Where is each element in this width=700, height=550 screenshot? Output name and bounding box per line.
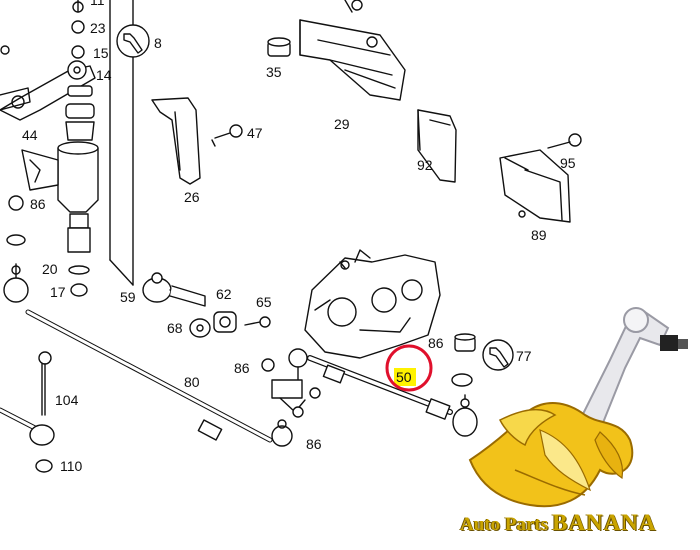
- callout-label: 80: [184, 374, 200, 390]
- block-89: [499, 149, 571, 223]
- bolt-47: [211, 124, 243, 147]
- callout-label: 68: [167, 320, 183, 336]
- callout-label: 26: [184, 189, 200, 205]
- callout-label: 86: [30, 196, 46, 212]
- callout-label: 59: [120, 289, 136, 305]
- callout-label: 92: [417, 157, 433, 173]
- bushing-68: [189, 318, 211, 338]
- steering-arm-assembly: [0, 60, 99, 297]
- callout-label: 11: [90, 0, 105, 8]
- callout-label: 89: [531, 227, 547, 243]
- tie-rod-50: [307, 355, 478, 437]
- nut-35: [267, 37, 291, 57]
- callout-label: 35: [266, 64, 282, 80]
- callout-label: 65: [256, 294, 272, 310]
- callout-label: 23: [90, 20, 106, 36]
- bracket-92: [417, 109, 457, 183]
- brand-name: BANANA: [552, 510, 657, 535]
- center-link-80: [3, 263, 293, 447]
- bolt-104: [38, 351, 52, 416]
- stabilizer-bar-110: [0, 407, 55, 473]
- frame-line: [109, 259, 134, 286]
- callout-label: 44: [22, 127, 38, 143]
- callout-label: 77: [516, 348, 532, 364]
- highlight-part-50: 50: [385, 344, 433, 392]
- callout-label-highlighted: 50: [396, 369, 412, 385]
- brand-wordmark: Auto Parts BANANA: [460, 510, 695, 540]
- callout-label: 95: [560, 155, 576, 171]
- callout-label: 15: [93, 45, 109, 61]
- bolt-95: [547, 133, 582, 149]
- callout-label: 8: [154, 35, 162, 51]
- callout-label: 47: [247, 125, 263, 141]
- callout-label: 17: [50, 284, 66, 300]
- callout-label: 62: [216, 286, 232, 302]
- bolt-65: [244, 316, 271, 328]
- callout-label: 14: [96, 67, 112, 83]
- callout-label: 20: [42, 261, 58, 277]
- ball-joint-86: [261, 348, 321, 418]
- bracket-26: [151, 97, 201, 185]
- callout-label: 29: [334, 116, 350, 132]
- callout-label: 86: [234, 360, 250, 376]
- wrench-icon-77: [482, 339, 514, 371]
- callout-label: 86: [306, 436, 322, 452]
- banana-logo-graphic: [468, 307, 688, 508]
- callout-label: 110: [60, 458, 83, 474]
- nut-86-right: [454, 333, 476, 352]
- bushing-62: [213, 311, 237, 333]
- callout-label: 104: [55, 392, 79, 408]
- small-hardware: [0, 0, 85, 246]
- washer: [451, 373, 473, 387]
- tie-rod-end-59: [142, 272, 206, 307]
- steering-gear-box: [304, 249, 441, 359]
- wrench-icon: [116, 24, 150, 58]
- bracket-29: [299, 0, 406, 101]
- brand-prefix: Auto Parts: [460, 514, 549, 535]
- callout-label: 86: [428, 335, 444, 351]
